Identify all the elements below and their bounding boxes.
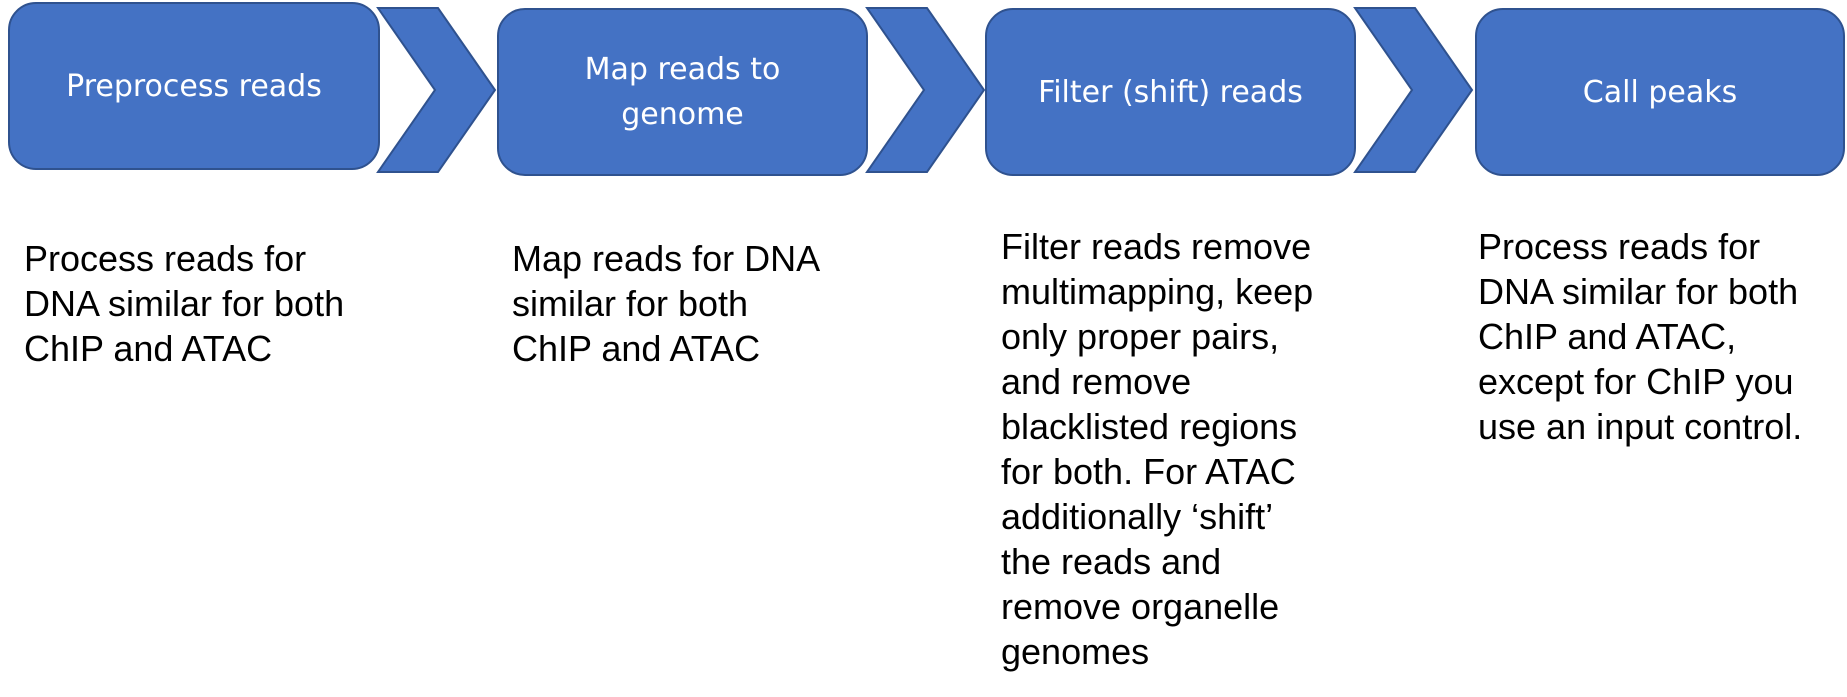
step-description-preprocess-reads: Process reads for DNA similar for both C… — [24, 238, 345, 369]
step-box-map-reads: Map reads to genome — [497, 8, 868, 176]
step-label-map-reads: Map reads to genome — [584, 52, 781, 132]
chevron-arrow-icon — [865, 7, 986, 173]
step-description-filter-reads: Filter reads remove multimapping, keep o… — [1001, 226, 1314, 672]
step-box-call-peaks: Call peaks — [1475, 8, 1845, 176]
step-label-call-peaks: Call peaks — [1582, 74, 1738, 110]
step-description-call-peaks: Process reads for DNA similar for both C… — [1478, 226, 1803, 447]
chevron-arrow-icon — [376, 7, 497, 173]
chevron-arrow-icon — [1353, 7, 1474, 173]
step-box-filter-reads: Filter (shift) reads — [985, 8, 1356, 176]
step-label-filter-reads: Filter (shift) reads — [1038, 74, 1303, 110]
step-label-preprocess-reads: Preprocess reads — [66, 68, 322, 104]
step-box-preprocess-reads: Preprocess reads — [8, 2, 380, 170]
step-description-map-reads: Map reads for DNA similar for both ChIP … — [512, 238, 821, 369]
